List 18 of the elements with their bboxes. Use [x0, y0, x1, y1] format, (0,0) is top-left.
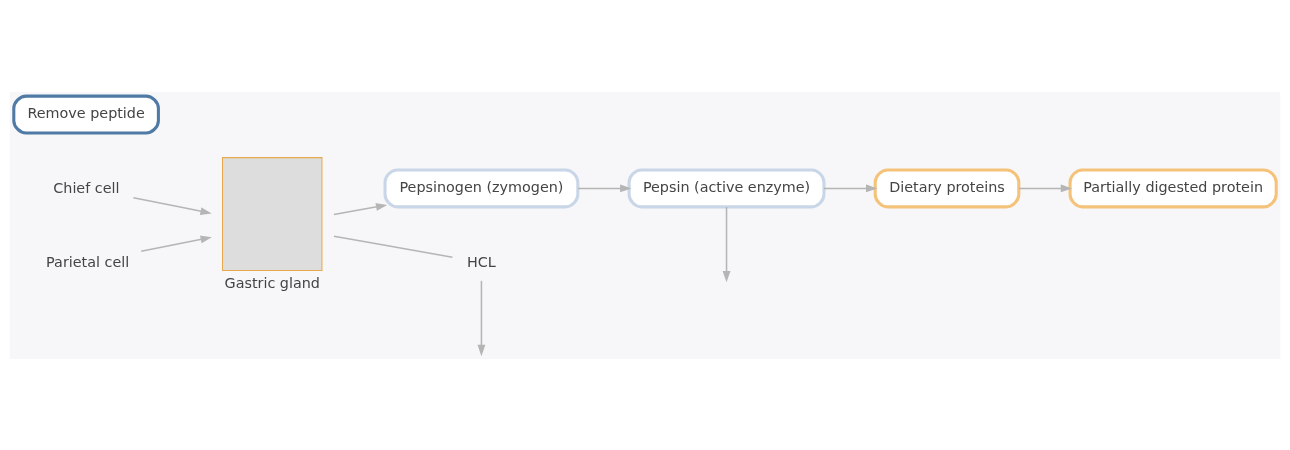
arrow	[140, 235, 212, 252]
node-box: Partially digested protein	[1068, 167, 1278, 208]
arrow	[722, 205, 731, 282]
arrow	[823, 183, 878, 192]
arrow	[1018, 183, 1073, 192]
node-text: Chief cell	[53, 179, 120, 196]
node-label: Gastric gland	[224, 274, 320, 291]
arrow	[577, 183, 632, 192]
node-text: HCL	[467, 253, 496, 270]
arrow	[333, 202, 388, 215]
node-box: Pepsin (active enzyme)	[627, 167, 826, 208]
connector	[333, 234, 454, 258]
arrow	[477, 279, 486, 356]
arrow	[132, 196, 212, 215]
node-text: Parietal cell	[46, 253, 130, 270]
node-box: Remove peptide	[12, 94, 160, 135]
node-box: Dietary proteins	[873, 167, 1021, 208]
node-box: Pepsinogen (zymogen)	[383, 167, 580, 208]
